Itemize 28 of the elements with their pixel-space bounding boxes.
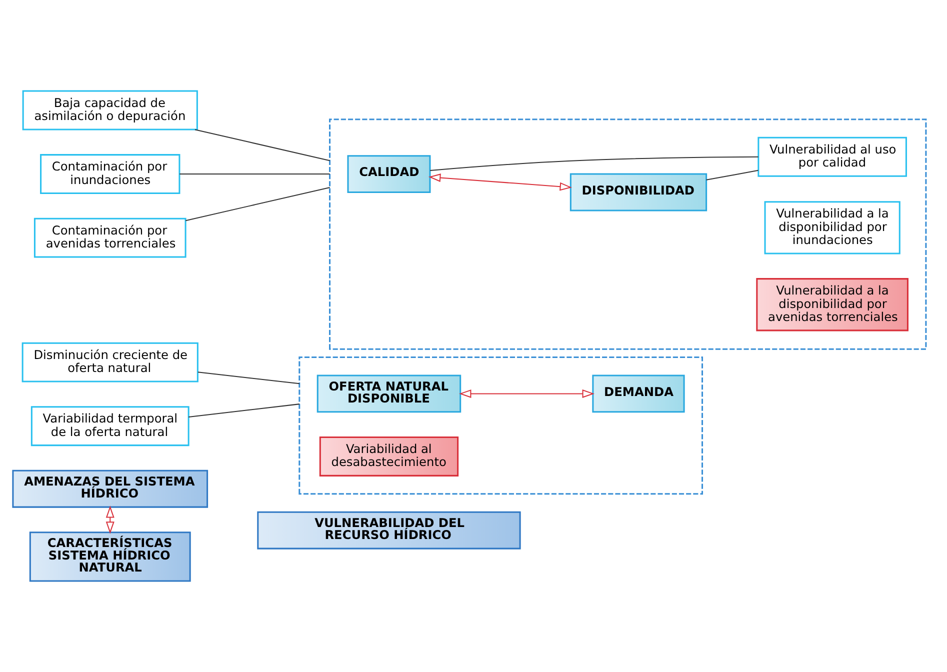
node-box: OFERTA NATURAL DISPONIBLE xyxy=(316,374,462,413)
connector xyxy=(430,156,758,171)
arrow xyxy=(459,389,594,398)
node-box: Contaminación por avenidas torrenciales xyxy=(34,218,186,258)
arrow xyxy=(428,174,572,191)
connector xyxy=(194,129,330,162)
node-box: CALIDAD xyxy=(347,155,431,194)
node-box: AMENAZAS DEL SISTEMA HÍDRICO xyxy=(12,470,208,508)
node-box: Disminución creciente de oferta natural xyxy=(22,342,198,382)
node-box: DISPONIBILIDAD xyxy=(570,173,708,212)
node-box: VULNERABILIDAD DEL RECURSO HÍDRICO xyxy=(257,511,521,550)
node-box: Vulnerabilidad a la disponibilidad por inundaciones xyxy=(764,201,900,254)
node-box: Variabilidad termporal de la oferta natural xyxy=(30,406,190,446)
node-box: Baja capacidad de asimilación o depuración xyxy=(22,90,198,130)
connector xyxy=(186,186,330,222)
node-box: DEMANDA xyxy=(592,374,685,413)
node-box: Vulnerabilidad al uso por calidad xyxy=(758,136,907,177)
connector xyxy=(706,170,758,180)
node-box: Variabilidad al desabastecimiento xyxy=(319,436,459,476)
arrow xyxy=(106,506,114,534)
node-box: Vulnerabilidad a la disponibilidad por avenidas torrenciales xyxy=(756,278,908,332)
connector xyxy=(188,404,300,418)
cluster xyxy=(298,356,704,495)
cluster xyxy=(329,118,927,350)
connector xyxy=(198,372,300,384)
node-box: Contaminación por inundaciones xyxy=(40,154,180,194)
connector xyxy=(180,174,330,175)
node-box: CARACTERÍSTICAS SISTEMA HÍDRICO NATURAL xyxy=(29,532,191,582)
